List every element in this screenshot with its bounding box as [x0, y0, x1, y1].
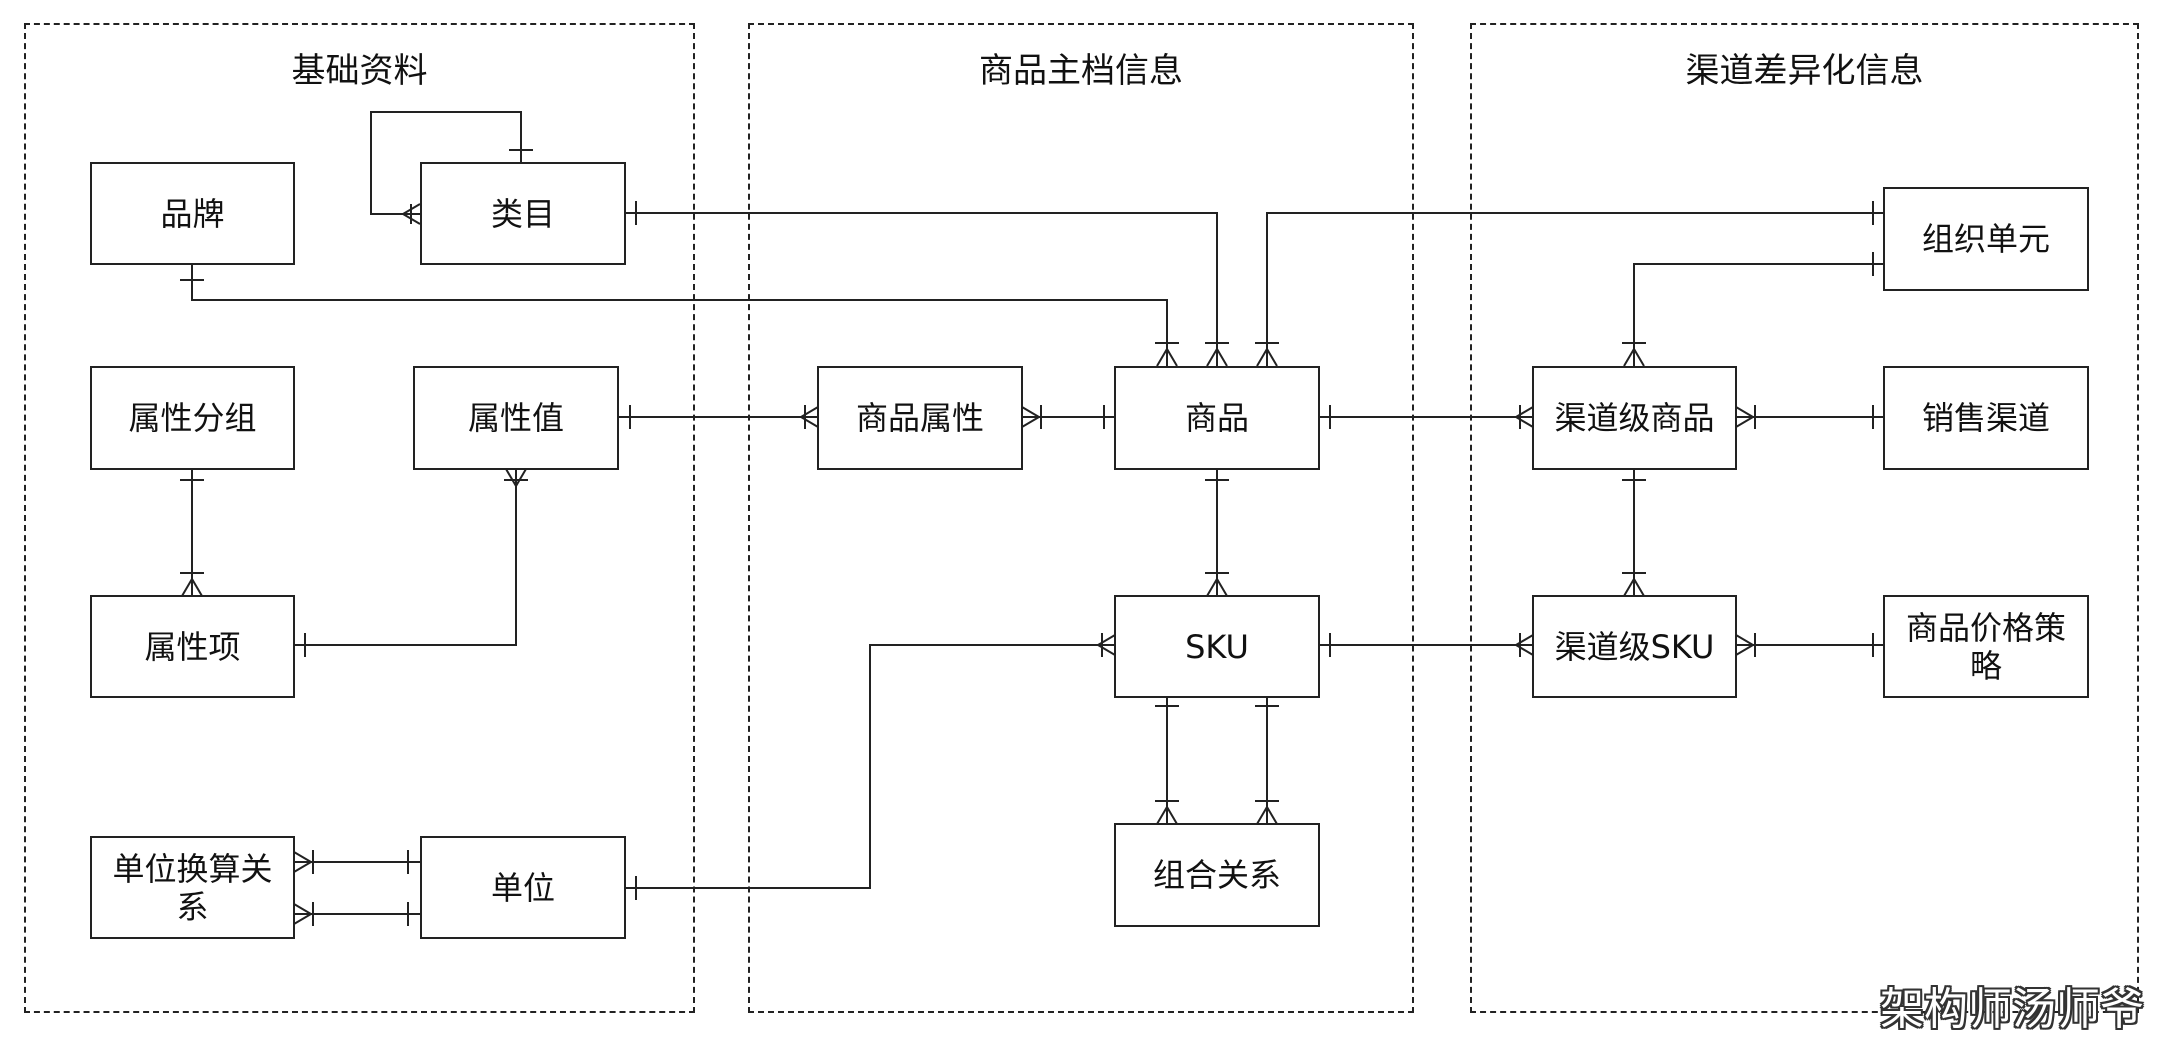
watermark: 架构师汤师爷: [1880, 984, 2144, 1035]
section-channel-diff: 渠道差异化信息: [1470, 23, 2139, 1013]
entity-label: 组织单元: [1921, 220, 2050, 258]
entity-label: 渠道级商品: [1554, 399, 1715, 437]
section-title: 商品主档信息: [979, 51, 1183, 91]
section-title: 渠道差异化信息: [1685, 51, 1924, 91]
entity-channel-product[interactable]: 渠道级商品: [1532, 366, 1737, 470]
entity-label: 单位: [490, 868, 555, 907]
entity-sales-channel[interactable]: 销售渠道: [1883, 366, 2089, 470]
entity-product-attribute[interactable]: 商品属性: [817, 366, 1023, 470]
entity-label: 属性项: [144, 627, 241, 666]
entity-label: 属性值: [467, 399, 564, 437]
edge-orgunit-channelproduct: [1633, 263, 1884, 366]
edge-brand-product: [191, 264, 1168, 366]
entity-category[interactable]: 类目: [420, 162, 626, 265]
entity-label: 商品价格策略: [1905, 608, 2066, 685]
entity-org-unit[interactable]: 组织单元: [1883, 187, 2089, 291]
entity-label: 商品: [1184, 399, 1249, 437]
entity-sku[interactable]: SKU: [1114, 595, 1320, 698]
entity-label: 商品属性: [855, 399, 984, 437]
entity-label: 类目: [490, 194, 555, 233]
edge-attritem-attrvalue: [294, 469, 517, 646]
edge-category-product: [625, 212, 1218, 366]
entity-label: 单位换算关系: [112, 849, 273, 926]
entity-attribute-group[interactable]: 属性分组: [90, 366, 295, 470]
edge-orgunit-product: [1266, 212, 1884, 366]
entity-attribute-item[interactable]: 属性项: [90, 595, 295, 698]
section-product-master: 商品主档信息: [748, 23, 1414, 1013]
entity-label: 属性分组: [128, 399, 257, 437]
entity-label: 组合关系: [1152, 856, 1281, 894]
edge-unit-sku: [625, 644, 1115, 889]
entity-label: 销售渠道: [1921, 399, 2050, 437]
entity-label: 品牌: [160, 194, 225, 233]
entity-label: SKU: [1185, 627, 1249, 666]
section-basic-data: 基础资料: [24, 23, 695, 1013]
section-title: 基础资料: [291, 51, 428, 91]
entity-combination[interactable]: 组合关系: [1114, 823, 1320, 927]
entity-attribute-value[interactable]: 属性值: [413, 366, 619, 470]
entity-price-strategy[interactable]: 商品价格策略: [1883, 595, 2089, 698]
entity-product[interactable]: 商品: [1114, 366, 1320, 470]
entity-unit-conversion[interactable]: 单位换算关系: [90, 836, 295, 939]
entity-unit[interactable]: 单位: [420, 836, 626, 939]
entity-channel-sku[interactable]: 渠道级SKU: [1532, 595, 1737, 698]
edge-category-self: [370, 111, 522, 215]
entity-label: 渠道级SKU: [1554, 627, 1715, 666]
entity-brand[interactable]: 品牌: [90, 162, 295, 265]
